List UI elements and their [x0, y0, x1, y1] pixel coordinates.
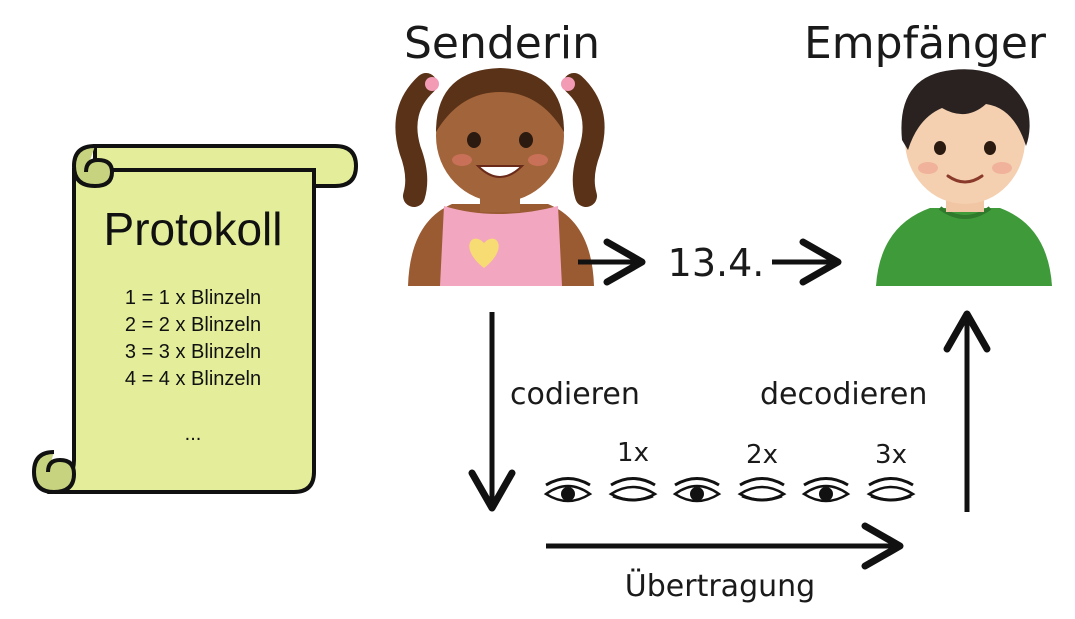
eye-sequence	[543, 477, 916, 503]
transmission-label: Übertragung	[625, 568, 815, 604]
encode-label: codieren	[510, 377, 640, 412]
closed-eye-icon	[866, 477, 916, 502]
closed-eye-icon	[608, 477, 658, 502]
protocol-title: Protokoll	[104, 203, 283, 255]
open-eye-icon	[543, 477, 593, 503]
protocol-scroll: Protokoll 1 = 1 x Blinzeln 2 = 2 x Blinz…	[31, 144, 359, 495]
scroll-icon	[31, 144, 359, 495]
closed-eye-icon	[737, 477, 787, 502]
protocol-ellipsis: ...	[185, 423, 202, 445]
blink-count-1: 1x	[617, 438, 649, 468]
open-eye-icon	[672, 477, 722, 503]
blink-count-2: 2x	[746, 440, 778, 470]
protocol-rule-1: 1 = 1 x Blinzeln	[125, 287, 261, 309]
protocol-rule-2: 2 = 2 x Blinzeln	[125, 314, 261, 336]
open-eye-icon	[801, 477, 851, 503]
blink-count-3: 3x	[875, 440, 907, 470]
sender-label: Senderin	[404, 18, 600, 69]
message-text: 13.4.	[668, 241, 765, 285]
protocol-rule-3: 3 = 3 x Blinzeln	[125, 341, 261, 363]
decode-label: decodieren	[760, 377, 927, 412]
boy-avatar-icon	[876, 69, 1052, 286]
protocol-rule-4: 4 = 4 x Blinzeln	[125, 368, 261, 390]
receiver-label: Empfänger	[804, 18, 1047, 69]
girl-avatar-icon	[395, 68, 605, 286]
